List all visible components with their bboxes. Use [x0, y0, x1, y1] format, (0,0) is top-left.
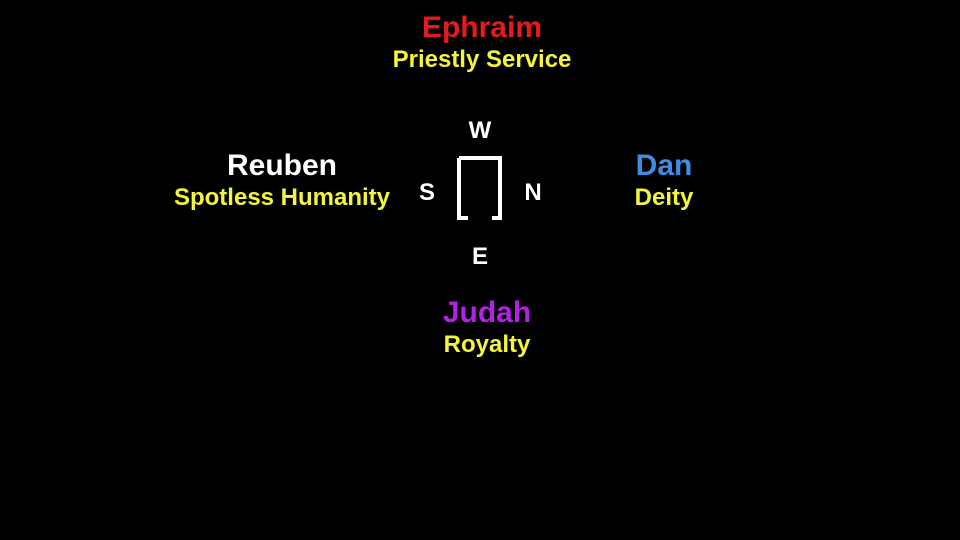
- tribe-ephraim: Ephraim Priestly Service: [393, 11, 572, 75]
- tribe-attribute-dan: Deity: [634, 184, 694, 211]
- compass-north-label: N: [524, 179, 542, 206]
- tribe-dan: Dan Deity: [635, 149, 694, 213]
- compass-south-label: S: [418, 179, 436, 206]
- tribe-name-reuben: Reuben: [226, 149, 338, 182]
- compass-west-label: W: [468, 117, 492, 144]
- tribe-name-judah: Judah: [442, 296, 532, 329]
- tribe-name-dan: Dan: [635, 149, 693, 182]
- tribe-name-ephraim: Ephraim: [421, 11, 543, 44]
- tribe-attribute-reuben: Spotless Humanity: [173, 184, 391, 211]
- compass-east-label: E: [471, 243, 489, 270]
- tribe-judah: Judah Royalty: [443, 296, 531, 360]
- tribe-attribute-ephraim: Priestly Service: [392, 46, 572, 73]
- tribe-attribute-judah: Royalty: [443, 331, 531, 358]
- tribe-reuben: Reuben Spotless Humanity: [174, 149, 390, 213]
- tabernacle-icon: [457, 156, 502, 220]
